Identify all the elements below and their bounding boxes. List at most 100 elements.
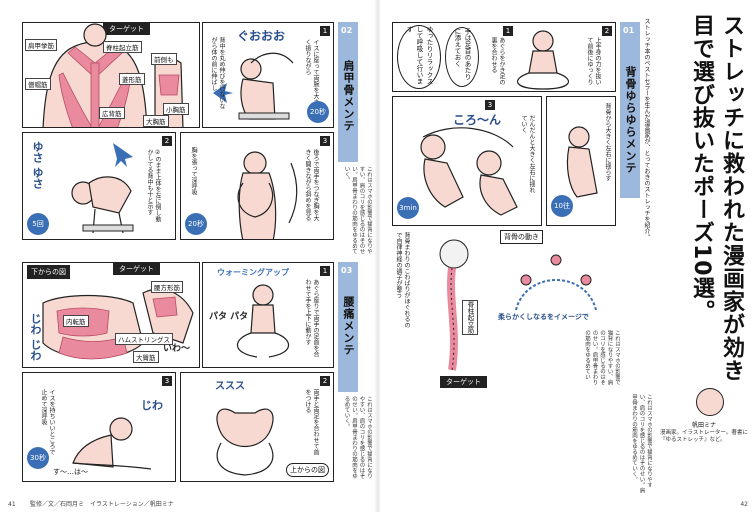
muscle-label-pec-minor: 小胸筋 xyxy=(163,103,189,115)
step-number-4-03: 2 xyxy=(320,376,330,386)
target-label: ターゲット xyxy=(103,23,150,35)
step1-01-instruction: あぐらをかき足の裏を合わせる xyxy=(490,37,505,85)
panel-01-step2: 背骨から大きく左右に揺らす 10往復 xyxy=(546,96,616,226)
lead-text: ストレッチ本のベストセラーを生んだ漫画家が、とっておきのストレッチを紹介。 xyxy=(643,18,650,240)
muscle-label-pec-major: 大胸筋 xyxy=(143,115,169,127)
sfx-breath: す〜…は〜 xyxy=(53,468,88,476)
step-number-1-01: 1 xyxy=(503,26,513,36)
credit-line: 監修／文／石岡月ミ イラストレーション／帆田ミナ xyxy=(30,501,174,508)
sfx-susu: ススス xyxy=(215,381,245,392)
sitting-stretch-illustration xyxy=(213,52,294,120)
panel-01-step3: 3 ころ〜ん だんだんと大きく左右に揺れていく 3min xyxy=(392,96,542,226)
headline: ストレッチに救われた漫画家が効き目で選び抜いたポーズ10選。 xyxy=(689,14,744,382)
sfx-jiwa-2: じわ xyxy=(141,399,163,412)
panel-01-motion: 背骨の動き 柔らかくしなるをイメージで xyxy=(496,230,616,330)
muscle-label-quadratus: 腰方形筋 xyxy=(151,281,183,293)
section-01-title: 背骨ゆらゆらメンテ xyxy=(624,66,637,174)
panel-01-intro: 1 ゆったりリラックスして呼吸して行います 手は足首のあたりに添えておく あぐら… xyxy=(392,22,616,92)
view-label-bottom: 下からの図 xyxy=(27,265,70,279)
warmup-instruction: あぐら座りで両手の足首を合わせて手を上下に動かす xyxy=(304,279,319,357)
sway-illustration xyxy=(71,143,134,234)
left-page: 02 肩甲骨メンテ ターゲット 肩甲挙筋 僧帽筋 脊柱起立筋 前側も 菱形筋 広… xyxy=(0,0,376,512)
chest-open-illustration xyxy=(237,151,298,239)
muscle-label-erector: 脊柱起立筋 xyxy=(103,41,142,53)
panel-02-target: ターゲット 肩甲挙筋 僧帽筋 脊柱起立筋 前側も 菱形筋 広背筋 小胸筋 大胸筋 xyxy=(22,22,200,128)
warmup-title: ウォーミングアップ xyxy=(217,268,289,277)
rocking-illustration xyxy=(420,127,518,216)
lower-body-illustration xyxy=(42,288,194,360)
sfx-koron: ころ〜ん xyxy=(453,113,502,127)
spine-caption: 脊柱起立筋 xyxy=(462,300,478,335)
muscle-label-levator: 肩甲挙筋 xyxy=(25,39,57,51)
forward-bend-illustration xyxy=(72,417,152,470)
author-name: 帆田ミナ xyxy=(692,422,717,429)
panel-02-step3: 3 後ろで両手をつなぎ胸を大きく開きながら斜めを見る 胸を張って深呼吸 20秒 xyxy=(180,132,334,240)
sfx-jiwa: じわ じわ xyxy=(29,313,42,361)
motion-caption: 柔らかくしなるをイメージで xyxy=(498,313,589,321)
step3-01-instruction: だんだんと大きく左右に揺れていく xyxy=(520,115,535,193)
step3-instruction: 後ろで両手をつなぎ胸を大きく開きながら斜めを見る xyxy=(304,149,319,221)
panel-01-spine: 背骨まわりのこわばりがほぐれるので自律神経の調子が整う 脊柱起立筋 ターゲット xyxy=(392,230,492,390)
sitting-cross-legged-illustration xyxy=(517,30,569,90)
step1-caption: 背中を丸め伸びを行ないながら体の前に伸ばし xyxy=(210,37,225,109)
section-03-bar xyxy=(338,262,358,392)
section-02-bar xyxy=(338,22,358,162)
section-02-body: これはスマホの影響で猫背になりやすい、肩のコリを感じるのはそのせい。肩甲骨まわり… xyxy=(343,166,373,254)
step-number-2: 2 xyxy=(162,136,172,146)
speech-bubble-relax: ゆったりリラックスして呼吸して行います xyxy=(397,25,441,89)
panel-03-step1: 1 ウォーミングアップ パタ パタ あぐら座りで両手の足首を合わせて手を上下に動… xyxy=(202,262,334,368)
sfx-sway: ゆさ ゆさ xyxy=(31,141,44,189)
time-badge-1: 20秒 xyxy=(307,101,329,123)
spine-text: 背骨まわりのこわばりがほぐれるので自律神経の調子が整う xyxy=(395,232,410,328)
page-number-left: 41 xyxy=(8,501,16,508)
section-01-body: これはスマホの影響で猫背になりやすい、肩のコリを感じるのはそのせい。肩甲骨まわり… xyxy=(584,330,620,385)
author-bio: 漫画家。イラストレーター。著書に『ゆるストレッチ』など。 xyxy=(660,430,748,443)
view-label-top: 上からの図 xyxy=(286,463,329,477)
step2-instruction: ②のまま上体を左に倒し動かしてる背中も十と示す xyxy=(146,149,161,222)
step1-instruction: イスに座って両腕を大きく振りながら xyxy=(304,39,319,105)
time-badge-03: 30秒 xyxy=(27,447,49,469)
article-body: これはスマホの影響で猫背になりやすい、肩のコリを感じるのはそのせい。肩甲骨まわり… xyxy=(631,394,652,493)
step-number-3-01: 3 xyxy=(485,100,495,110)
section-01-number: 01 xyxy=(623,26,635,35)
step-number-2-01: 2 xyxy=(602,26,612,36)
step3-03-instruction: イスを持ちいいところで止めて深呼吸 xyxy=(40,389,55,455)
muscle-label-rhomboid: 菱形筋 xyxy=(119,73,145,85)
section-01-bar xyxy=(620,22,640,198)
time-badge-01-b: 3min xyxy=(397,197,419,219)
muscle-label-front: 前側も xyxy=(151,53,177,65)
lean-forward-illustration xyxy=(566,126,598,198)
panel-03-step4: 2 ススス 両手と両足を合わせて首をつける 上からの図 xyxy=(180,372,334,482)
step4-01-instruction: 背骨から大きく左右に揺らす xyxy=(604,103,611,181)
step2-01-instruction: 上半身の力を抜いて前後にゆっくり xyxy=(586,37,601,85)
spine-skeleton-illustration xyxy=(439,239,469,371)
spine-motion-diagram xyxy=(515,254,597,311)
page-number-right: 42 xyxy=(740,501,748,508)
step4-instruction: 両手と両足を合わせて首をつける xyxy=(304,389,319,455)
sfx-pata: パタ パタ xyxy=(209,312,249,322)
muscle-label-latissimus: 広背筋 xyxy=(99,107,125,119)
sfx-stretch: ぐおおお xyxy=(237,29,286,43)
step3-caption: 胸を張って深呼吸 xyxy=(190,147,197,195)
muscle-label-trapezius: 僧帽筋 xyxy=(25,78,51,90)
time-badge-2: 5回 xyxy=(27,213,49,235)
top-view-illustration xyxy=(216,408,274,476)
panel-02-step2: 2 ゆさ ゆさ ②のまま上体を左に倒し動かしてる背中も十と示す 5回 xyxy=(22,132,176,240)
panel-02-step1: 1 ぐおおお イスに座って両腕を大きく振りながら 背中を丸め伸びを行ないながら体… xyxy=(202,22,334,128)
step-number-3: 3 xyxy=(320,136,330,146)
butterfly-illustration xyxy=(236,284,290,358)
muscle-label-hamstrings: ハムストリングス xyxy=(115,333,173,345)
section-02-title: 肩甲骨メンテ xyxy=(342,60,355,132)
section-03-title: 腰痛メンテ xyxy=(342,296,355,356)
step-number-1: 1 xyxy=(320,26,330,36)
time-badge-01: 10往復 xyxy=(551,195,573,225)
muscle-label-adductor: 内転筋 xyxy=(63,315,89,327)
target-label-03: ターゲット xyxy=(113,263,160,275)
author-avatar xyxy=(696,388,724,416)
section-03-number: 03 xyxy=(341,266,353,275)
gutter xyxy=(374,0,382,512)
speech-bubble-hands: 手は足首のあたりに添えておく xyxy=(445,27,479,87)
section-02-number: 02 xyxy=(341,26,353,35)
right-page: ストレッチに救われた漫画家が効き目で選び抜いたポーズ10選。 ストレッチ本のベス… xyxy=(380,0,756,512)
